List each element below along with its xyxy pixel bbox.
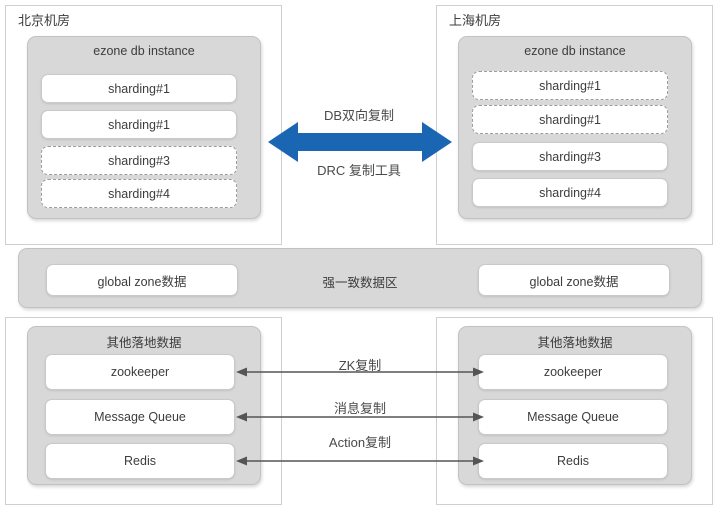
item-beijing-redis[interactable]: Redis	[45, 443, 235, 479]
db-bidirectional-arrow	[268, 120, 452, 164]
item-beijing-zookeeper[interactable]: zookeeper	[45, 354, 235, 390]
item-shanghai-zookeeper[interactable]: zookeeper	[478, 354, 668, 390]
message-replication-label: 消息复制	[333, 401, 386, 416]
item-shanghai-redis[interactable]: Redis	[478, 443, 668, 479]
item-shanghai-sharding-4[interactable]: sharding#4	[472, 178, 668, 207]
item-beijing-sharding-1b[interactable]: sharding#1	[41, 110, 237, 139]
group-shanghai-ezone-db-title: ezone db instance	[524, 44, 626, 58]
panel-shanghai-db-title: 上海机房	[449, 13, 502, 28]
item-shanghai-sharding-3[interactable]: sharding#3	[472, 142, 668, 171]
action-replication-label: Action复制	[328, 435, 392, 450]
item-beijing-sharding-3[interactable]: sharding#3	[41, 146, 237, 175]
item-shanghai-sharding-1a[interactable]: sharding#1	[472, 71, 668, 100]
group-shanghai-other-data-title: 其他落地数据	[537, 336, 613, 350]
message-replication-arrow	[236, 410, 484, 424]
group-beijing-ezone-db-title: ezone db instance	[93, 44, 195, 58]
item-beijing-sharding-4[interactable]: sharding#4	[41, 179, 237, 208]
zk-replication-arrow	[236, 365, 484, 379]
item-beijing-global-zone[interactable]: global zone数据	[46, 264, 238, 296]
zk-replication-label: ZK复制	[338, 358, 382, 373]
item-shanghai-global-zone[interactable]: global zone数据	[478, 264, 670, 296]
group-beijing-other-data-title: 其他落地数据	[106, 336, 182, 350]
panel-beijing-db-title: 北京机房	[18, 13, 71, 28]
item-beijing-message-queue[interactable]: Message Queue	[45, 399, 235, 435]
db-replication-bottom-label: DRC 复制工具	[317, 163, 401, 178]
item-shanghai-message-queue[interactable]: Message Queue	[478, 399, 668, 435]
strong-consistency-band-label: 强一致数据区	[322, 276, 398, 290]
action-replication-arrow	[236, 454, 484, 468]
item-beijing-sharding-1a[interactable]: sharding#1	[41, 74, 237, 103]
item-shanghai-sharding-1b[interactable]: sharding#1	[472, 105, 668, 134]
db-replication-top-label: DB双向复制	[323, 108, 395, 123]
